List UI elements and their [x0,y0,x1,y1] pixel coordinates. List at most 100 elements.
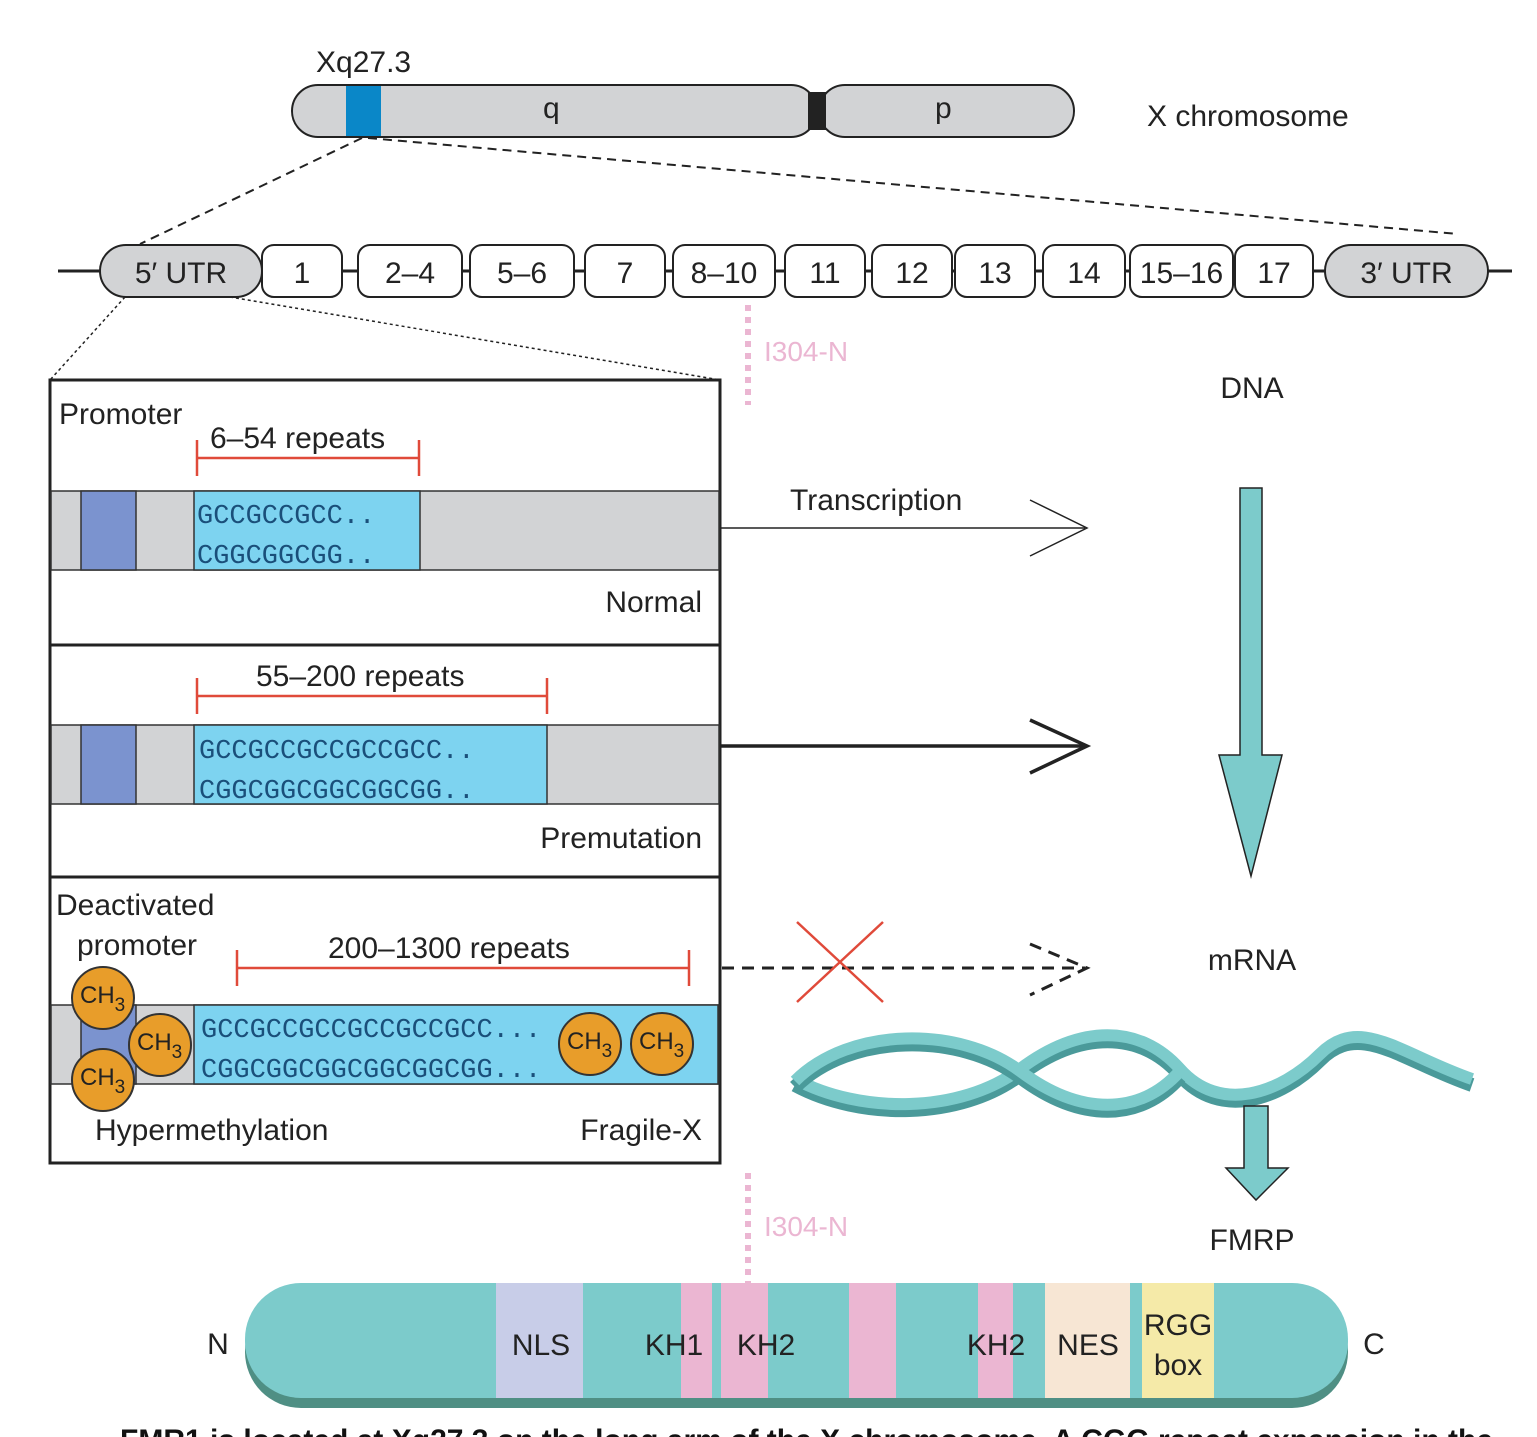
seq-bottom: CGGCGGCGGCGGCGGCGG... [201,1056,541,1086]
kh1-domain [681,1283,712,1398]
repeats-bracket [195,440,421,476]
exon-label: 17 [1257,257,1290,290]
methyl-subscript: 3 [115,1077,126,1098]
seq-bottom: CGGCGGCGG.. [197,542,375,572]
methyl-group-icon [630,1012,694,1076]
pink-domain [849,1283,896,1398]
utr-box [1324,244,1489,298]
mutation-label-gene: I304-N [764,336,848,367]
fmrp-protein: N C NLS KH1 KH2 KH2 NES RGG box [207,1283,1385,1408]
exon-box [672,244,776,298]
zoom-line-left [139,137,363,245]
exon-box [784,244,866,298]
centromere [808,92,826,130]
fmr1-gene: 5′ UTR 1 2–4 5–6 7 8–10 11 12 13 14 15–16 17 3′ UTR [58,244,1512,298]
band-xq27-3 [346,86,381,136]
transcription-label: Transcription [790,484,962,517]
repeats-label: 6–54 repeats [210,422,385,455]
repeat-block [193,490,421,571]
exon-label: 13 [978,257,1011,290]
repeat-block [193,724,548,805]
repeats-bracket [195,678,549,714]
promoter-block [80,724,137,805]
repeats-bracket [235,950,691,986]
methyl-label: CH3 [567,1028,612,1062]
methyl-subscript: 3 [172,1042,183,1063]
band-label: Xq27.3 [316,46,411,79]
methyl-subscript: 3 [115,995,126,1016]
exon-label: 5–6 [497,257,547,290]
fmrp-label: FMRP [1210,1224,1295,1257]
dna-label: DNA [1220,372,1283,405]
chromosome-label: X chromosome [1147,100,1349,133]
mrna-label: mRNA [1208,944,1296,977]
seq-top: GCCGCCGCC.. [197,502,375,532]
exon-label: 1 [294,257,311,290]
mrna-strand [790,1029,1475,1118]
zoom-utr-left [49,296,126,381]
methyl-text: CH [80,982,115,1009]
exon-label: 12 [895,257,928,290]
transcription-arrow-premutation [720,718,1092,775]
down-arrow-icon [1218,487,1283,879]
exon-label: 2–4 [385,257,435,290]
p-arm-label: p [935,92,952,125]
seq-top: GCCGCCGCCGCCGCCGCC... [201,1016,541,1046]
nes-domain [1045,1283,1130,1398]
methyl-label: CH3 [639,1028,684,1062]
rgg-box-domain [1142,1283,1214,1398]
exon-label: 8–10 [691,257,758,290]
exon-box [871,244,953,298]
methyl-text: CH [567,1028,602,1055]
methyl-subscript: 3 [602,1041,613,1062]
exon-box [469,244,575,298]
methyl-group-icon [71,1048,135,1112]
figure-caption: FMR1 is located at Xq27.3 on the long ar… [120,1424,1493,1437]
methyl-text: CH [137,1029,172,1056]
methyl-text: CH [80,1064,115,1091]
kh2-label: KH2 [737,1329,795,1362]
deactivated-label: Deactivated [56,889,214,922]
exon-box [1042,244,1126,298]
panel-fragile-x: Deactivated promoter 200–1300 repeats GC… [48,875,722,1165]
exon-label: 14 [1067,257,1100,290]
x-chromosome: Xq27.3 q p X chromosome [291,46,1349,138]
methyl-text: CH [639,1028,674,1055]
exon-label: 7 [617,257,634,290]
n-terminus: N [207,1328,229,1361]
methyl-subscript: 3 [674,1041,685,1062]
exon-box [584,244,666,298]
status-label: Normal [605,586,702,619]
c-terminus: C [1363,1328,1385,1361]
nls-label: NLS [512,1329,570,1362]
kh2-domain-2 [978,1283,1013,1398]
exon-label: 5′ UTR [135,257,227,290]
blocked-x-icon [796,921,884,1003]
hypermethylation-label: Hypermethylation [95,1114,328,1147]
mutation-label-protein: I304-N [764,1211,848,1242]
kh1-label: KH1 [645,1329,703,1362]
rgg-label: RGG [1144,1309,1212,1342]
zoom-utr-right [229,296,721,381]
exon-box [1129,244,1234,298]
exon-label: 15–16 [1140,257,1223,290]
transcription-arrow-normal: Transcription [720,484,1089,557]
nes-label: NES [1057,1329,1119,1362]
exon-label: 3′ UTR [1360,257,1452,290]
methyl-group-icon [71,966,135,1030]
repeats-label: 55–200 repeats [256,660,465,693]
promoter-block [80,490,137,571]
exon-label: 11 [809,257,840,290]
box-label: box [1154,1349,1202,1382]
seq-top: GCCGCCGCCGCCGCC.. [199,737,474,767]
exon-box [1234,244,1314,298]
q-arm-label: q [543,92,560,125]
seq-bottom: CGGCGGCGGCGGCGG.. [199,777,474,807]
status-label: Premutation [540,822,702,855]
exon-box [261,244,343,298]
zoom-line-right [367,137,1459,235]
repeats-label: 200–1300 repeats [328,932,570,965]
exon-box [357,244,463,298]
